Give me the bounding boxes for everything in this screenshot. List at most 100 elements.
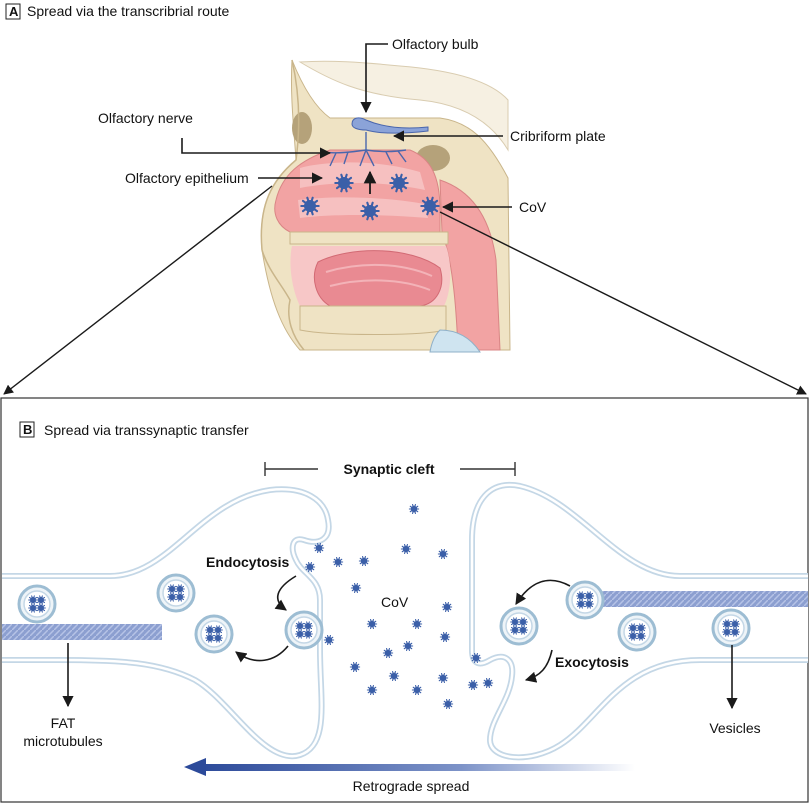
zoom-line-right [439, 211, 807, 395]
turbinate-lower [298, 197, 428, 218]
panel-a-letter: A [9, 4, 19, 19]
zoom-line-left [3, 185, 273, 395]
virus-icon [442, 699, 454, 709]
panel-b: B Spread via transsynaptic transfer Syna… [0, 397, 809, 803]
virus-icon [366, 619, 378, 629]
virus-icon [175, 592, 185, 602]
vesicles [17, 573, 751, 654]
jaw [299, 305, 447, 335]
virus-icon [366, 685, 378, 695]
cribriform-plate-label: Cribriform plate [510, 128, 606, 144]
virus-icon [175, 584, 185, 594]
virus-icon [300, 196, 320, 216]
virus-icon [636, 631, 646, 641]
virus-icon [349, 662, 361, 672]
virus-icon [518, 625, 528, 635]
cov-label-a: CoV [519, 199, 547, 215]
olfactory-bulb-arrow [360, 43, 388, 114]
virus-icon [518, 617, 528, 627]
virus-icon [437, 549, 449, 559]
virus-icon [437, 673, 449, 683]
vesicles-label: Vesicles [709, 720, 760, 736]
virus-icon [420, 196, 440, 216]
brain-region [298, 60, 509, 152]
presynaptic-neuron-inner [2, 488, 330, 758]
fat-microtubule-left [2, 624, 162, 640]
virus-icon [313, 543, 325, 553]
tongue-line-2 [329, 279, 431, 291]
virus-icon [295, 629, 305, 639]
endocytosis-label: Endocytosis [206, 554, 289, 570]
cov-label-b: CoV [381, 594, 409, 610]
hard-palate [289, 231, 449, 245]
virus-icon [389, 173, 409, 193]
panel-a: A Spread via the transcribrial route [3, 3, 807, 395]
virus-icon [402, 641, 414, 651]
transport-arrow-left [235, 645, 289, 663]
larynx [429, 329, 481, 353]
panel-a-title: Spread via the transcribrial route [27, 3, 230, 19]
retrograde-arrow-head [184, 758, 206, 776]
vesicle-icon [156, 573, 196, 613]
virus-icon [388, 671, 400, 681]
virus-icon [358, 556, 370, 566]
exocytosis-arrow [524, 649, 553, 683]
virus-icon [730, 619, 740, 629]
face-outline [260, 59, 305, 351]
olfactory-nerve-fibers [321, 132, 407, 167]
panel-b-viruses [304, 504, 494, 709]
transport-arrow-right [515, 579, 571, 605]
olfactory-nerve-arrow [181, 138, 332, 159]
panel-a-letter-box [5, 3, 21, 20]
olfactory-bulb [351, 117, 429, 134]
retrograde-spread-label: Retrograde spread [353, 778, 470, 794]
virus-icon [470, 653, 482, 663]
panel-b-title: Spread via transsynaptic transfer [44, 422, 249, 438]
virus-icon [332, 557, 344, 567]
vesicle-icon [17, 584, 57, 624]
olfactory-bulb-label: Olfactory bulb [392, 36, 479, 52]
virus-icon [36, 603, 46, 613]
panel-a-viruses [300, 173, 440, 221]
virus-icon [350, 583, 362, 593]
vesicle-icon [194, 614, 234, 654]
exocytosis-label: Exocytosis [555, 654, 629, 670]
virus-icon [28, 603, 38, 613]
virus-icon [408, 504, 420, 514]
virus-icon [360, 201, 380, 221]
virus-icon [213, 625, 223, 635]
synaptic-cleft-bracket [264, 462, 516, 476]
fat-label-line2: microtubules [23, 733, 102, 749]
virus-icon [482, 678, 494, 688]
virus-icon [334, 173, 354, 193]
tongue-line-1 [325, 263, 433, 277]
virus-icon [722, 619, 732, 629]
virus-icon [730, 627, 740, 637]
microtubule-right [596, 591, 808, 607]
virus-icon [439, 632, 451, 642]
synaptic-cleft-label: Synaptic cleft [343, 461, 434, 477]
retrograde-arrow-shaft [200, 764, 635, 771]
vesicle-icon [617, 612, 657, 652]
fat-label-line1: FAT [51, 715, 76, 731]
vesicle-icon [499, 606, 539, 646]
virus-icon [304, 562, 316, 572]
panel-b-letter: B [23, 422, 32, 437]
vesicle-icon [284, 610, 324, 650]
virus-icon [411, 685, 423, 695]
virus-icon [205, 633, 215, 643]
vesicle-icon [565, 580, 605, 620]
virus-icon [584, 599, 594, 609]
virus-icon [323, 635, 335, 645]
panel-b-arrows [62, 575, 738, 710]
postsynaptic-neuron-inner [470, 483, 808, 759]
olfactory-nerve-label: Olfactory nerve [98, 110, 193, 126]
tongue [314, 250, 443, 307]
virus-icon [584, 591, 594, 601]
virus-icon [400, 544, 412, 554]
virus-icon [213, 633, 223, 643]
virus-icon [382, 648, 394, 658]
virus-icon [441, 602, 453, 612]
olfactory-epithelium-label: Olfactory epithelium [125, 170, 249, 186]
